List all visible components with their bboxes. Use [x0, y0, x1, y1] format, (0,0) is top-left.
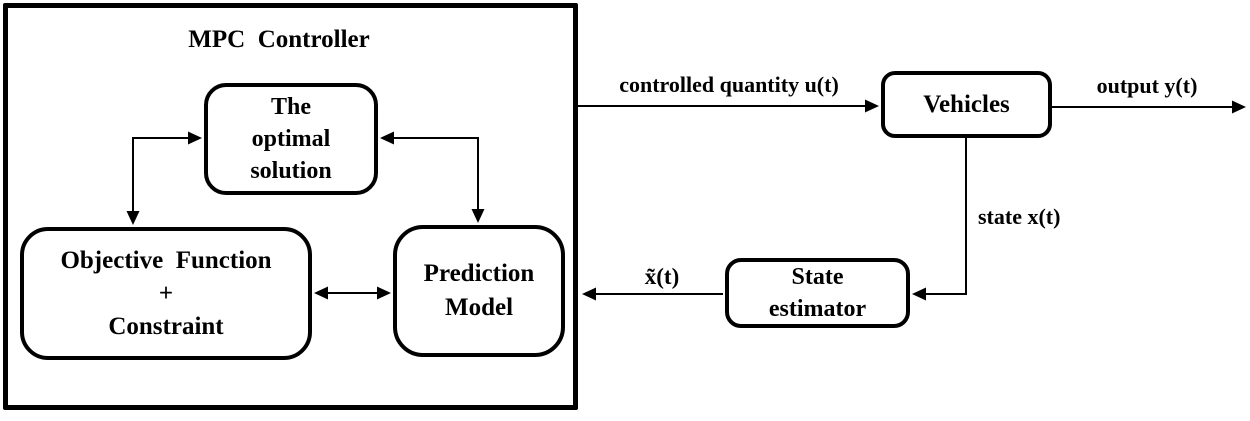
vehicles-node: Vehicles: [881, 71, 1052, 138]
objective-function-label-line1: Objective Function: [60, 247, 272, 274]
arrowhead-into-prediction-left: [377, 286, 391, 300]
state-estimator-node: State estimator: [725, 258, 910, 328]
optimal-solution-node: The optimal solution: [204, 83, 378, 195]
optimal-solution-label-line3: solution: [250, 158, 332, 184]
connector-optimal-to-prediction: [392, 137, 479, 211]
objective-function-label-line3: Constraint: [108, 313, 224, 340]
arrowhead-into-prediction-top: [471, 209, 485, 223]
state-label: state x(t): [978, 204, 1061, 229]
arrowhead-into-optimal-left: [188, 131, 202, 145]
arrowhead-into-objective-top: [126, 211, 140, 225]
objective-function-node: Objective Function + Constraint: [20, 227, 312, 360]
output-label: output y(t): [1096, 73, 1198, 98]
arrowhead-into-mpc-right: [582, 287, 596, 301]
arrowhead-output-end: [1232, 100, 1246, 114]
connector-objective-to-optimal: [132, 137, 190, 213]
arrowhead-into-vehicles-left: [865, 99, 879, 113]
controlled-quantity-label: controlled quantity u(t): [619, 72, 839, 97]
prediction-model-label-line1: Prediction: [423, 260, 535, 287]
objective-function-label-line2: +: [158, 280, 174, 307]
connector-state: [922, 136, 967, 295]
prediction-model-label-line2: Model: [444, 294, 514, 321]
arrowhead-into-objective-right: [314, 286, 328, 300]
arrowhead-into-optimal-right: [380, 131, 394, 145]
mpc-controller-title: MPC Controller: [188, 26, 370, 53]
optimal-solution-label-line2: optimal: [251, 126, 331, 152]
optimal-solution-label-line1: The: [270, 94, 311, 120]
state-estimator-label-line2: estimator: [768, 296, 867, 322]
mpc-controller-box: [3, 3, 578, 410]
vehicles-label: Vehicles: [923, 90, 1010, 118]
estimated-state-label: x̃(t): [644, 264, 680, 289]
arrowhead-into-estimator-right: [912, 287, 926, 301]
state-estimator-label-line1: State: [791, 264, 844, 290]
prediction-model-node: Prediction Model: [393, 225, 565, 357]
